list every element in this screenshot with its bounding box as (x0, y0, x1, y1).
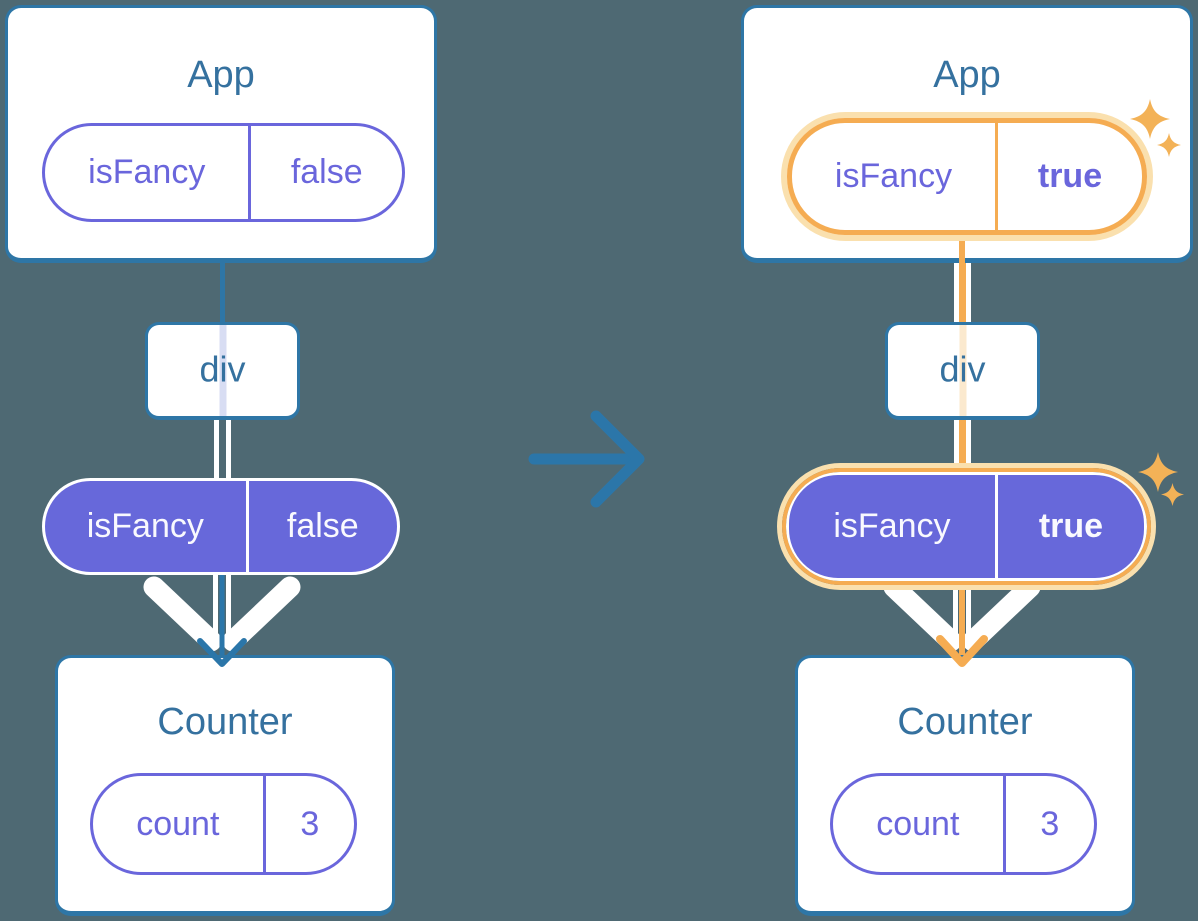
right-arrow-icon (528, 410, 645, 508)
down-arrow-icon-highlighted (883, 575, 1041, 667)
state-value: 3 (1040, 804, 1060, 843)
sparkle-icon (1130, 99, 1170, 139)
counter-state-pill: count 3 (830, 773, 1097, 875)
state-name: count (136, 804, 220, 843)
counter-card-title: Counter (897, 701, 1033, 743)
pill-divider (995, 123, 998, 230)
prop-value: true (1037, 157, 1103, 195)
state-value: 3 (300, 804, 320, 843)
counter-card-title: Counter (157, 701, 293, 743)
passed-prop-pill: isFancy false (42, 478, 400, 575)
down-arrow-icon (143, 575, 301, 667)
div-card: div (145, 322, 300, 420)
app-card-title: App (187, 54, 255, 96)
div-card-label: div (939, 347, 986, 389)
pill-divider (994, 475, 998, 578)
prop-name: isFancy (88, 153, 206, 191)
prop-value: false (290, 153, 363, 191)
sparkle-icon (1138, 452, 1178, 492)
prop-value: true (1038, 507, 1104, 545)
app-prop-pill: isFancy false (42, 123, 405, 222)
state-name: count (876, 804, 960, 843)
counter-state-pill: count 3 (90, 773, 357, 875)
app-card-title: App (933, 54, 1001, 96)
prop-line-stub (959, 232, 965, 266)
prop-through-line (219, 325, 226, 416)
div-to-prop-line (214, 418, 231, 480)
sparkle-icon (1161, 483, 1184, 506)
prop-name: isFancy (833, 507, 951, 545)
sparkle-icon (1157, 133, 1181, 157)
pill-divider (245, 481, 249, 572)
div-card-label: div (199, 347, 246, 389)
div-card: div (885, 322, 1040, 420)
prop-name: isFancy (86, 507, 204, 545)
prop-value: false (286, 507, 359, 545)
app-prop-pill-highlighted: isFancy true (781, 112, 1153, 241)
prop-through-line-highlighted (959, 325, 966, 416)
pill-divider (262, 776, 266, 872)
pill-divider (248, 126, 252, 219)
passed-prop-pill-highlighted: isFancy true (777, 463, 1156, 590)
app-to-div-line-highlighted (954, 262, 971, 324)
prop-name: isFancy (834, 157, 953, 195)
app-to-div-line (220, 250, 225, 330)
pill-divider (1002, 776, 1006, 872)
